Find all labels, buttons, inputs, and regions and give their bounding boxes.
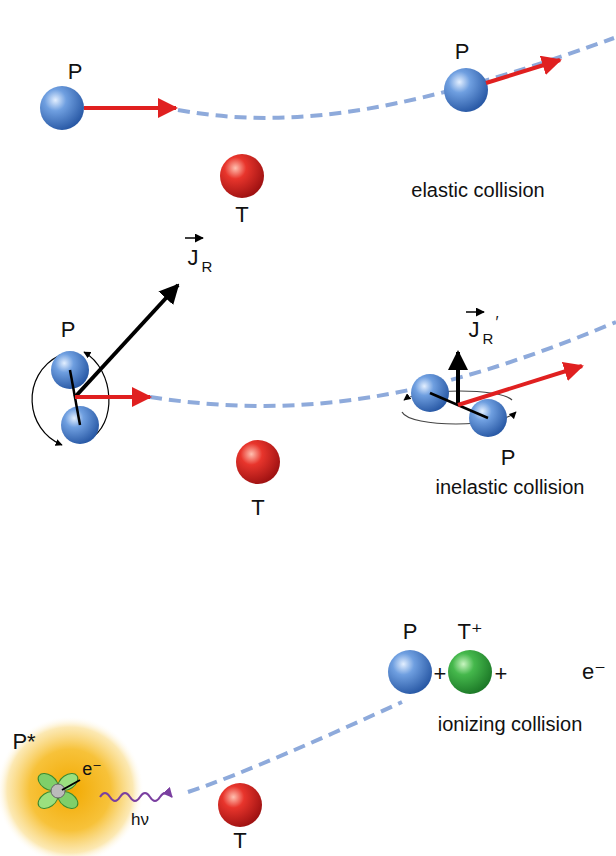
target-sphere [218,783,262,827]
vector-subscript: R [202,259,213,276]
velocity-arrow [458,366,582,405]
vector-sign [185,237,203,239]
velocity-arrow [84,106,176,110]
particle-label: T⁺ [457,620,482,644]
particle-label: T [235,203,248,227]
projectile-sphere [388,650,432,694]
leader-line [62,780,80,790]
velocity-arrow [75,395,150,399]
particle-label: P [68,60,83,84]
trajectory [150,322,616,406]
particle-label: P [403,620,418,644]
target-sphere [236,440,280,484]
collision-type: elastic collision [411,179,544,201]
particle-label: P* [12,730,35,754]
trajectory [178,38,614,118]
collision-type: ionizing collision [438,713,583,735]
velocity-arrow [486,60,560,83]
collision-type: inelastic collision [436,476,585,498]
target-sphere [220,154,264,198]
excitation-glow [0,716,144,856]
ion-sphere [448,650,492,694]
particle-label: P [501,446,516,470]
plus-sign: + [434,662,447,686]
vector-subscript: R [483,331,494,348]
trajectory [188,702,402,792]
orbital [35,770,81,812]
vector-symbol: J [469,318,480,342]
projectile-sphere [444,68,488,112]
particle-label: T [251,496,264,520]
projectile-sphere [40,86,84,130]
particle-label: e⁻ [582,660,606,684]
angular-momentum-vector [75,285,178,397]
angular-momentum-vector [456,352,460,405]
particle-label: e⁻ [82,760,102,780]
particle-label: P [455,40,470,64]
particle-label: P [61,318,76,342]
vector-sign [466,311,484,313]
prime-mark: ′ [496,314,499,332]
photon-wave [100,793,172,801]
particle-label: T [233,829,246,853]
vector-symbol: J [188,246,199,270]
photon-label: hν [131,811,149,830]
plus-sign: + [495,662,508,686]
